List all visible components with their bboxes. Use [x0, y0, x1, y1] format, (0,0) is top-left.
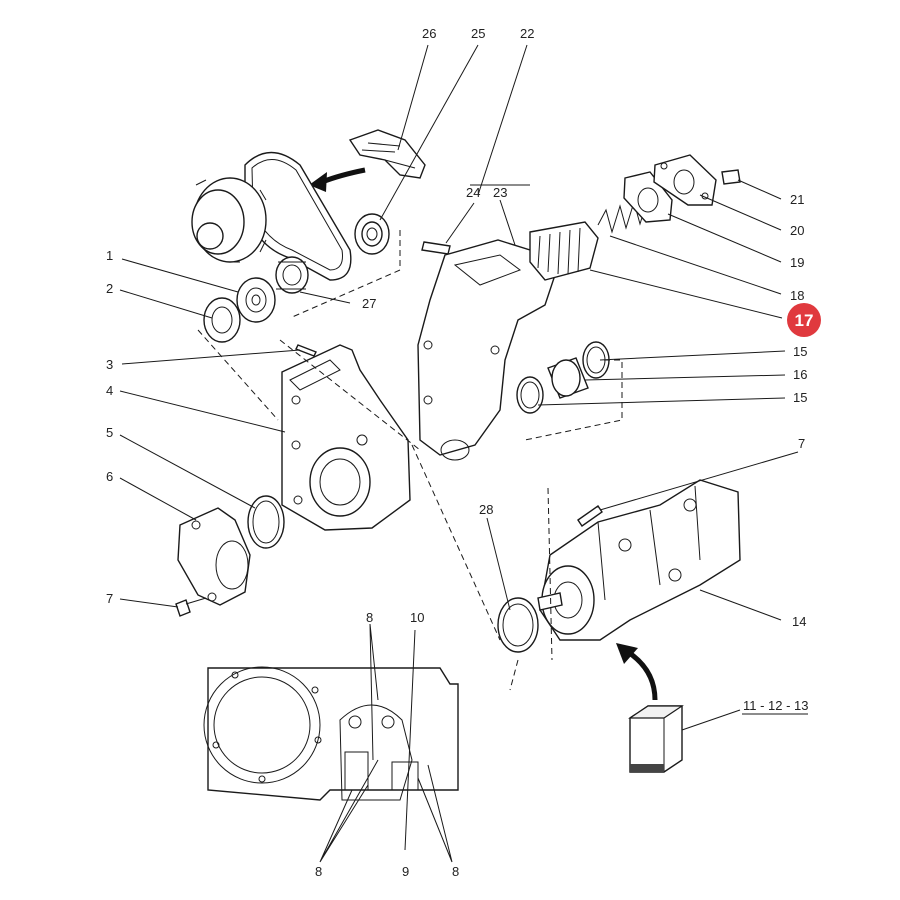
callout-23: 23 [493, 185, 507, 200]
bearing-part-2 [203, 297, 241, 343]
assembly-guide-lines [197, 230, 623, 691]
highlight-badge-17[interactable]: 17 [787, 303, 821, 337]
callout-26: 26 [422, 26, 436, 41]
callouts: 26 25 22 24 23 21 20 19 18 1 2 27 3 4 5 … [106, 26, 809, 879]
callout-25: 25 [471, 26, 485, 41]
callout-19: 19 [790, 255, 804, 270]
elbow-housing-part [417, 239, 556, 461]
callout-10: 10 [410, 610, 424, 625]
mounting-plate-part [203, 666, 459, 801]
callout-1: 1 [106, 248, 113, 263]
callout-28: 28 [479, 502, 493, 517]
callout-14: 14 [792, 614, 806, 629]
callout-5: 5 [106, 425, 113, 440]
sleeve-part-16 [547, 357, 589, 399]
callout-27: 27 [362, 296, 376, 311]
cover-plate-part [177, 507, 251, 606]
o-ring-part-15-lower [516, 376, 544, 414]
o-ring-part-28 [497, 597, 539, 653]
callout-8-bottom-right: 8 [452, 864, 459, 879]
callout-11-12-13: 11 - 12 - 13 [743, 698, 809, 713]
leader-lines [119, 44, 808, 863]
pulley-gear-part [191, 177, 267, 263]
callout-22: 22 [520, 26, 534, 41]
flange-cover-part [653, 154, 717, 206]
callout-15-lower: 15 [793, 390, 807, 405]
gear-pump-part [537, 479, 741, 641]
bearing-part [354, 213, 390, 255]
callout-2: 2 [106, 281, 113, 296]
callout-7-left: 7 [106, 591, 113, 606]
pump-housing-part [281, 344, 411, 531]
callout-3: 3 [106, 357, 113, 372]
gasket-part [623, 171, 673, 223]
callout-7-right: 7 [798, 436, 805, 451]
callout-18: 18 [790, 288, 804, 303]
callout-8-bottom-left: 8 [315, 864, 322, 879]
pin-part [295, 344, 317, 357]
callout-9: 9 [402, 864, 409, 879]
callout-20: 20 [790, 223, 804, 238]
callout-21: 21 [790, 192, 804, 207]
drive-gear-part [275, 256, 309, 294]
o-ring-part [247, 495, 285, 549]
kit-box-part [628, 705, 684, 773]
direction-arrow [309, 167, 366, 192]
callout-16: 16 [793, 367, 807, 382]
pump-arrow [616, 643, 658, 701]
callout-15-upper: 15 [793, 344, 807, 359]
small-gear-part [236, 277, 276, 323]
filter-cylinder-part [529, 221, 599, 281]
callout-4: 4 [106, 383, 113, 398]
badge-label: 17 [795, 311, 814, 330]
callout-6: 6 [106, 469, 113, 484]
pin-part-24 [421, 241, 451, 255]
bolt-part-21 [721, 169, 741, 185]
callout-24: 24 [466, 185, 480, 200]
bolt-part [175, 597, 207, 617]
bolt-part-7-right [577, 505, 603, 527]
callout-8-top: 8 [366, 610, 373, 625]
